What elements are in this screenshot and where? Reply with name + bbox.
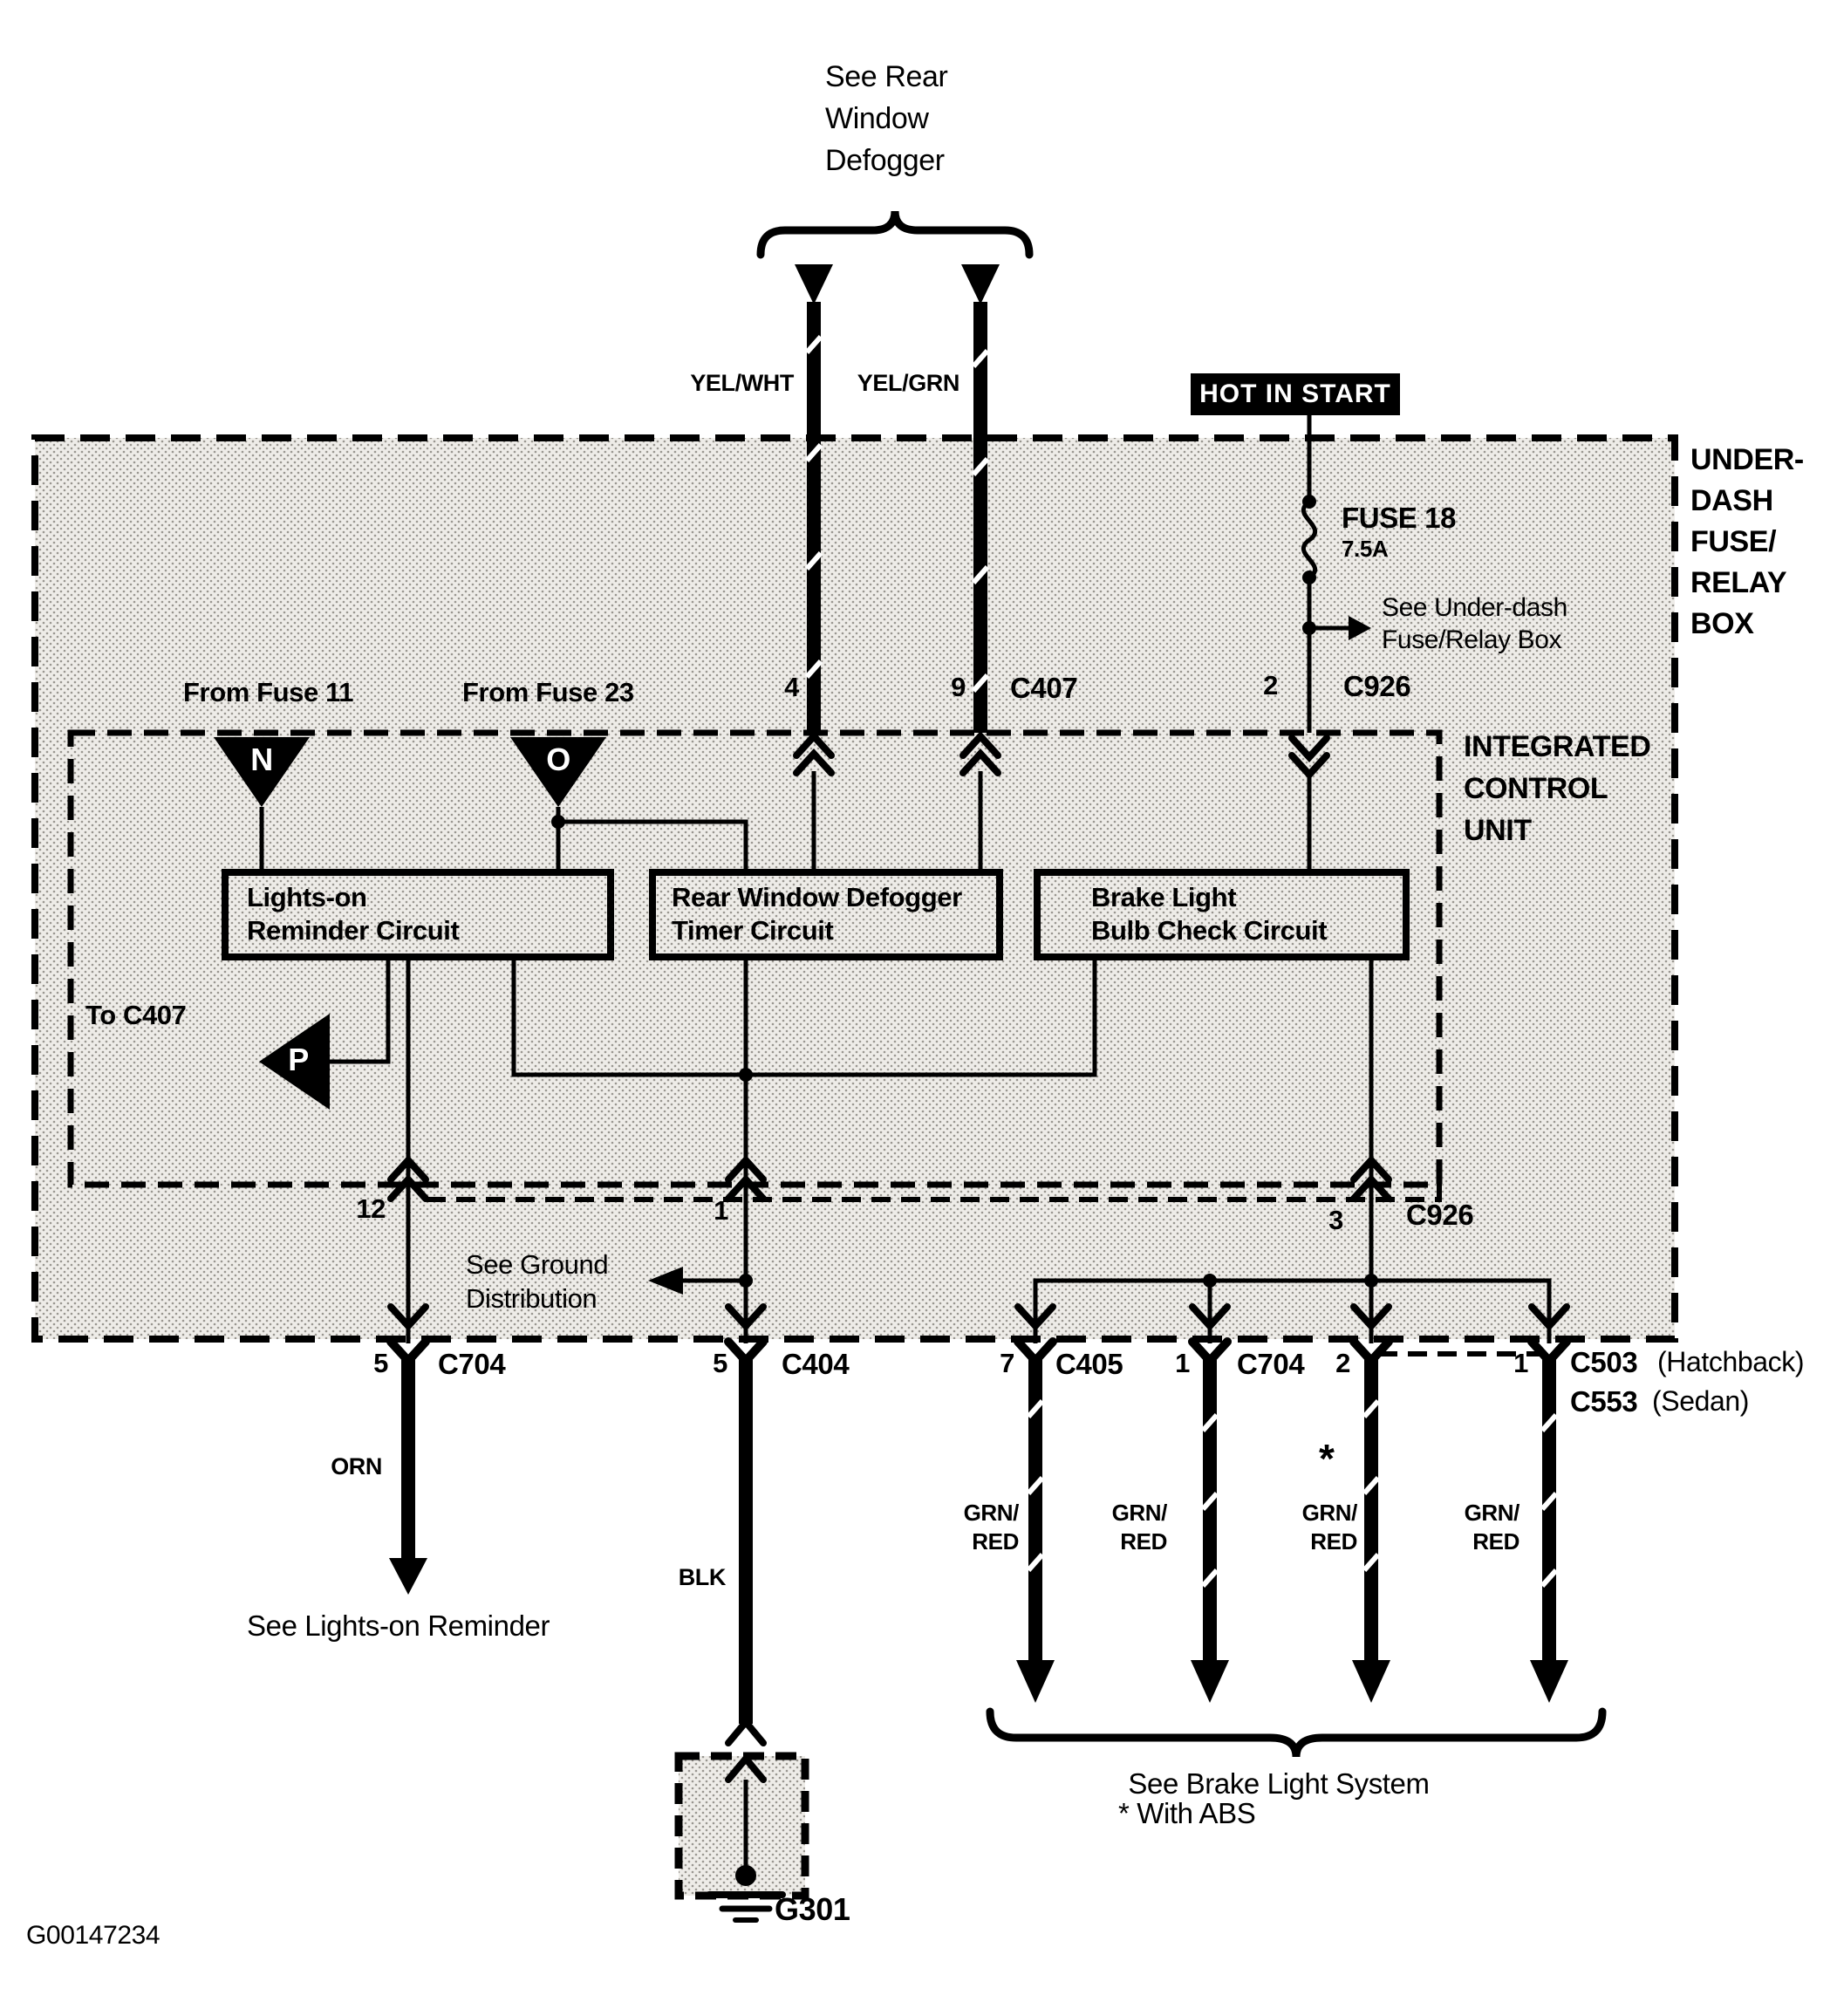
yel-grn-wire — [971, 302, 990, 733]
bottom-conn-c405: C405 — [1055, 1348, 1123, 1380]
defogger-timer-circuit-box — [649, 869, 1003, 960]
grn-red-label-3: GRN/ RED — [1301, 1500, 1358, 1555]
blk-wire — [725, 1359, 767, 1746]
c407-connector-chevrons — [793, 731, 1001, 776]
see-ground-arrow-icon — [648, 1267, 683, 1295]
brake-light-bulb-check-circuit-box — [1034, 869, 1410, 960]
see-ground-note: See Ground Distribution — [466, 1249, 609, 1314]
with-abs-note: * With ABS — [1118, 1797, 1256, 1829]
see-ground-pointer — [648, 1267, 753, 1295]
orn-wire-label: ORN — [331, 1453, 382, 1480]
fuse-18-rating: 7.5A — [1342, 536, 1389, 562]
icu-pin3-label: 3 — [1328, 1205, 1343, 1235]
bottom-conn-c704a: C704 — [438, 1348, 506, 1380]
triangle-n-letter: N — [250, 741, 273, 777]
c926-top-connector-label: C926 — [1343, 670, 1411, 702]
ground-symbol-icon — [706, 1891, 786, 1923]
underdash-box-title: UNDER- DASH FUSE/ RELAY BOX — [1690, 443, 1804, 640]
fusebox-exit-chevrons — [387, 1303, 1570, 1331]
bottom-pin-5a: 5 — [373, 1348, 388, 1378]
c926-pin2-label: 2 — [1263, 670, 1278, 700]
grn-red-label-1: GRN/ RED — [963, 1500, 1020, 1555]
lights-on-box-label: Lights-on Reminder Circuit — [247, 882, 460, 946]
c926-bottom-connector-label: C926 — [1406, 1199, 1474, 1231]
c503-variant-label: (Hatchback) — [1657, 1346, 1805, 1377]
bottom-pin-7: 7 — [1000, 1348, 1014, 1378]
from-fuse-11-label: From Fuse 11 — [183, 677, 354, 707]
see-underdash-note: See Under-dash Fuse/Relay Box — [1382, 593, 1567, 654]
bottom-pin-5b: 5 — [713, 1348, 727, 1378]
yel-wht-wire-label: YEL/WHT — [690, 370, 794, 396]
see-underdash-arrow-icon — [1349, 616, 1371, 640]
yel-grn-wire-label: YEL/GRN — [857, 370, 960, 396]
see-lights-on-note: See Lights-on Reminder — [247, 1609, 550, 1642]
c503-connector-label: C503 — [1570, 1346, 1638, 1378]
see-rear-window-defogger-note: See Rear Window Defogger — [825, 60, 948, 177]
brake-system-brace — [986, 1707, 1607, 1758]
defogger-box-label: Rear Window Defogger Timer Circuit — [672, 882, 962, 946]
c407-pin9-label: 9 — [951, 672, 966, 702]
lights-on-reminder-circuit-box — [222, 869, 614, 960]
brake-light-bus — [1033, 1274, 1552, 1343]
icu-title: INTEGRATED CONTROL UNIT — [1464, 730, 1651, 847]
c553-connector-label: C553 — [1570, 1385, 1638, 1418]
icu-pin1-label: 1 — [714, 1195, 728, 1226]
brake-box-label: Brake Light Bulb Check Circuit — [1091, 882, 1328, 946]
defogger-wire-terminal-left — [795, 264, 833, 304]
bottom-connector-terminals — [386, 1337, 1571, 1365]
icu-secondary-dashed-line — [427, 1183, 1442, 1202]
c553-variant-label: (Sedan) — [1652, 1385, 1750, 1417]
hot-in-start-banner: HOT IN START — [1191, 373, 1400, 415]
bottom-conn-c404: C404 — [782, 1348, 850, 1380]
grn-red-label-4: GRN/ RED — [1464, 1500, 1520, 1555]
grn-red-label-2: GRN/ RED — [1111, 1500, 1168, 1555]
rear-defogger-brace — [756, 210, 1034, 259]
grn-red-wires — [1016, 1359, 1568, 1703]
c407-pin4-label: 4 — [784, 672, 799, 702]
fuse-18-circuit — [1301, 415, 1371, 733]
from-fuse-23-label: From Fuse 23 — [462, 677, 634, 707]
to-c407-label: To C407 — [85, 1000, 187, 1030]
bottom-pin-2: 2 — [1335, 1348, 1350, 1378]
bottom-pin-1a: 1 — [1175, 1348, 1190, 1378]
abs-asterisk: * — [1319, 1436, 1335, 1481]
c407-connector-label: C407 — [1010, 672, 1078, 704]
blk-wire-label: BLK — [678, 1564, 727, 1590]
triangle-p-icon — [259, 1014, 330, 1110]
figure-id: G00147234 — [26, 1921, 160, 1950]
triangle-p-letter: P — [288, 1042, 309, 1077]
g301-label: G301 — [775, 1891, 850, 1927]
yel-wht-wire — [804, 302, 823, 733]
g301-ground — [674, 1752, 809, 1923]
icu-bottom-connector-chevrons — [387, 1155, 1392, 1202]
triangle-n-icon — [214, 737, 310, 807]
see-brake-note: See Brake Light System — [1128, 1767, 1430, 1800]
defogger-wire-terminal-right — [961, 264, 1000, 304]
triangle-o-letter: O — [546, 741, 570, 777]
icu-pin12-label: 12 — [356, 1193, 386, 1224]
bottom-pin-1b: 1 — [1513, 1348, 1528, 1378]
bottom-conn-c704b: C704 — [1237, 1348, 1305, 1380]
fuse-18-label: FUSE 18 — [1342, 502, 1457, 534]
triangle-o-icon — [510, 737, 606, 807]
orn-wire — [389, 1359, 427, 1595]
